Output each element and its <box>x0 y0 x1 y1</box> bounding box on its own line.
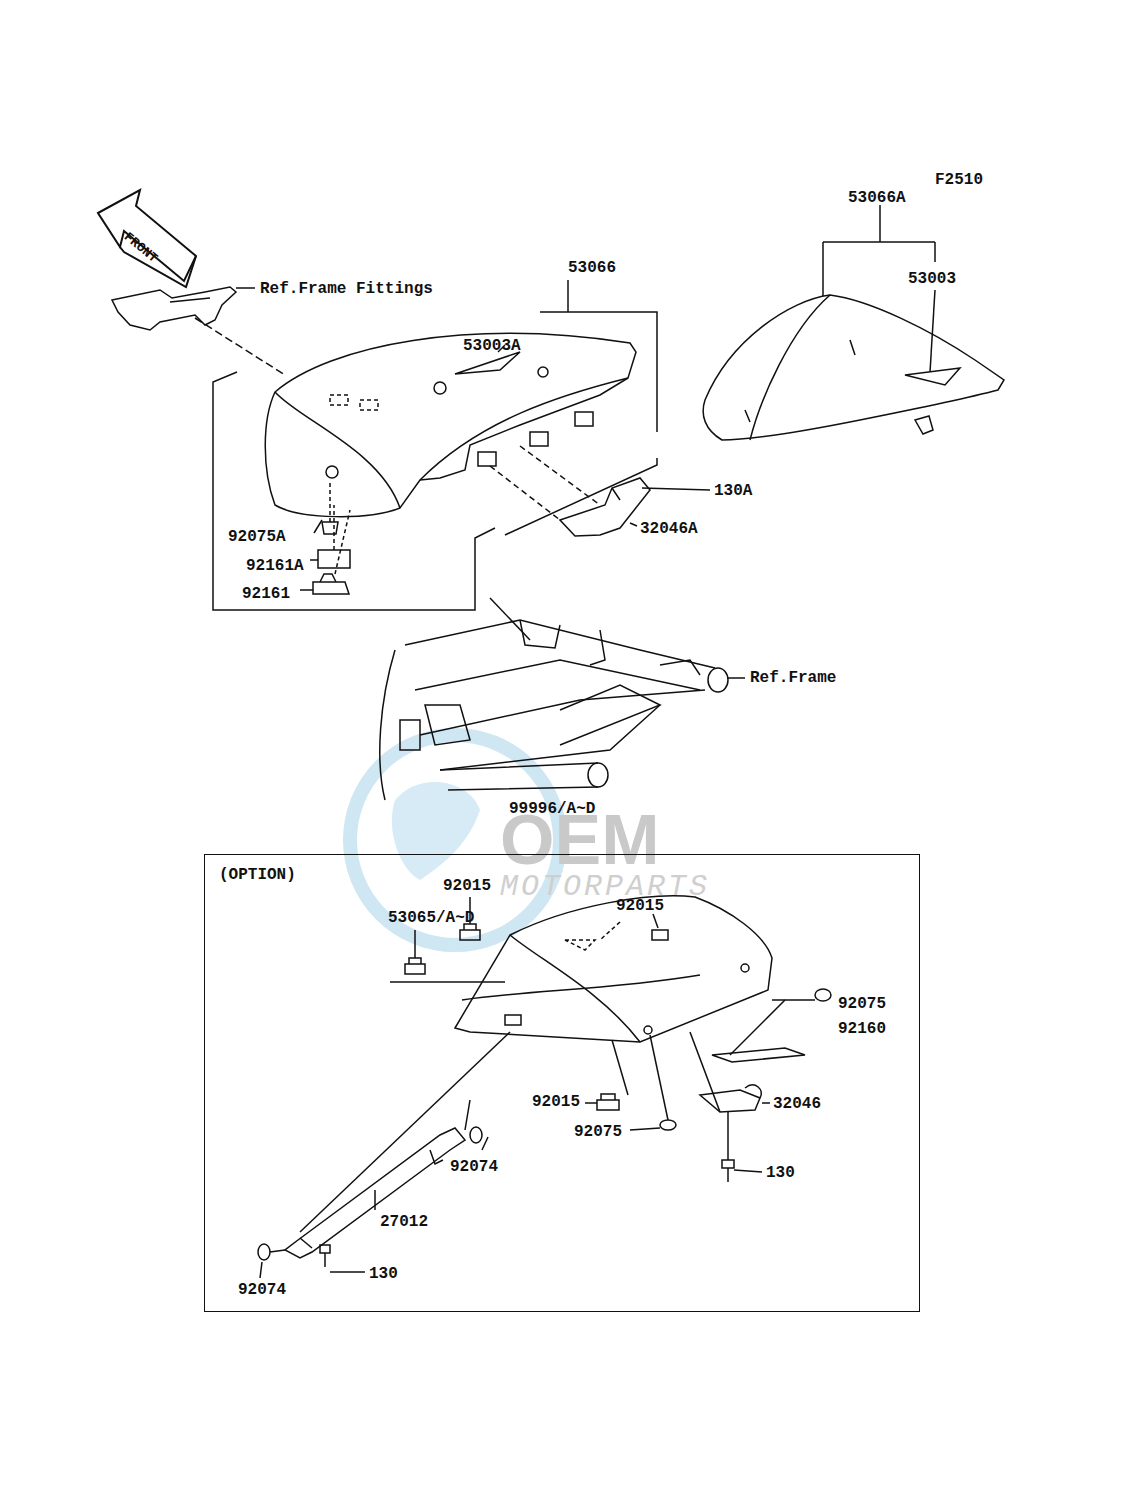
callout-number: 92015 <box>443 878 491 894</box>
callout-number: 32046 <box>773 1096 821 1112</box>
callout-number: 53003 <box>908 271 956 287</box>
callout-number: 32046A <box>640 521 698 537</box>
callout-number: 92161A <box>246 558 304 574</box>
callout-number: 130 <box>766 1165 795 1181</box>
callout-number: 99996/A~D <box>509 801 595 817</box>
part-number: F2510 <box>935 172 983 188</box>
callout-number: 130A <box>714 483 752 499</box>
pillion-cover <box>703 295 1004 440</box>
option-box: (OPTION) <box>204 854 920 1312</box>
callout-number: 130 <box>369 1266 398 1282</box>
option-label: (OPTION) <box>205 855 919 883</box>
callout-number: 53066 <box>568 260 616 276</box>
callout-number: 92074 <box>238 1282 286 1298</box>
callout-number: 53003A <box>463 338 521 354</box>
callout-number: 92015 <box>532 1094 580 1110</box>
callout-number: 53065/A~D <box>388 910 474 926</box>
callout-number: 92161 <box>242 586 290 602</box>
callout-number: 92075A <box>228 529 286 545</box>
callout-number: 92160 <box>838 1021 886 1037</box>
callout-number: 92074 <box>450 1159 498 1175</box>
callout-number: 92015 <box>616 898 664 914</box>
seat-cowl <box>455 896 772 1042</box>
callout-number: 92075 <box>838 996 886 1012</box>
rider-seat <box>265 333 636 516</box>
front-arrow <box>98 190 196 281</box>
callout-number: 92075 <box>574 1124 622 1140</box>
callout-number: 53066A <box>848 190 906 206</box>
reference-label: Ref.Frame Fittings <box>260 281 433 297</box>
seat-bracket <box>560 478 650 536</box>
frame-fitting <box>112 287 236 330</box>
watermark: MOTORPARTS <box>500 872 710 902</box>
callout-number: 27012 <box>380 1214 428 1230</box>
frame-illustration <box>380 598 745 800</box>
grab-rail <box>285 1128 465 1258</box>
reference-label: Ref.Frame <box>750 670 836 686</box>
